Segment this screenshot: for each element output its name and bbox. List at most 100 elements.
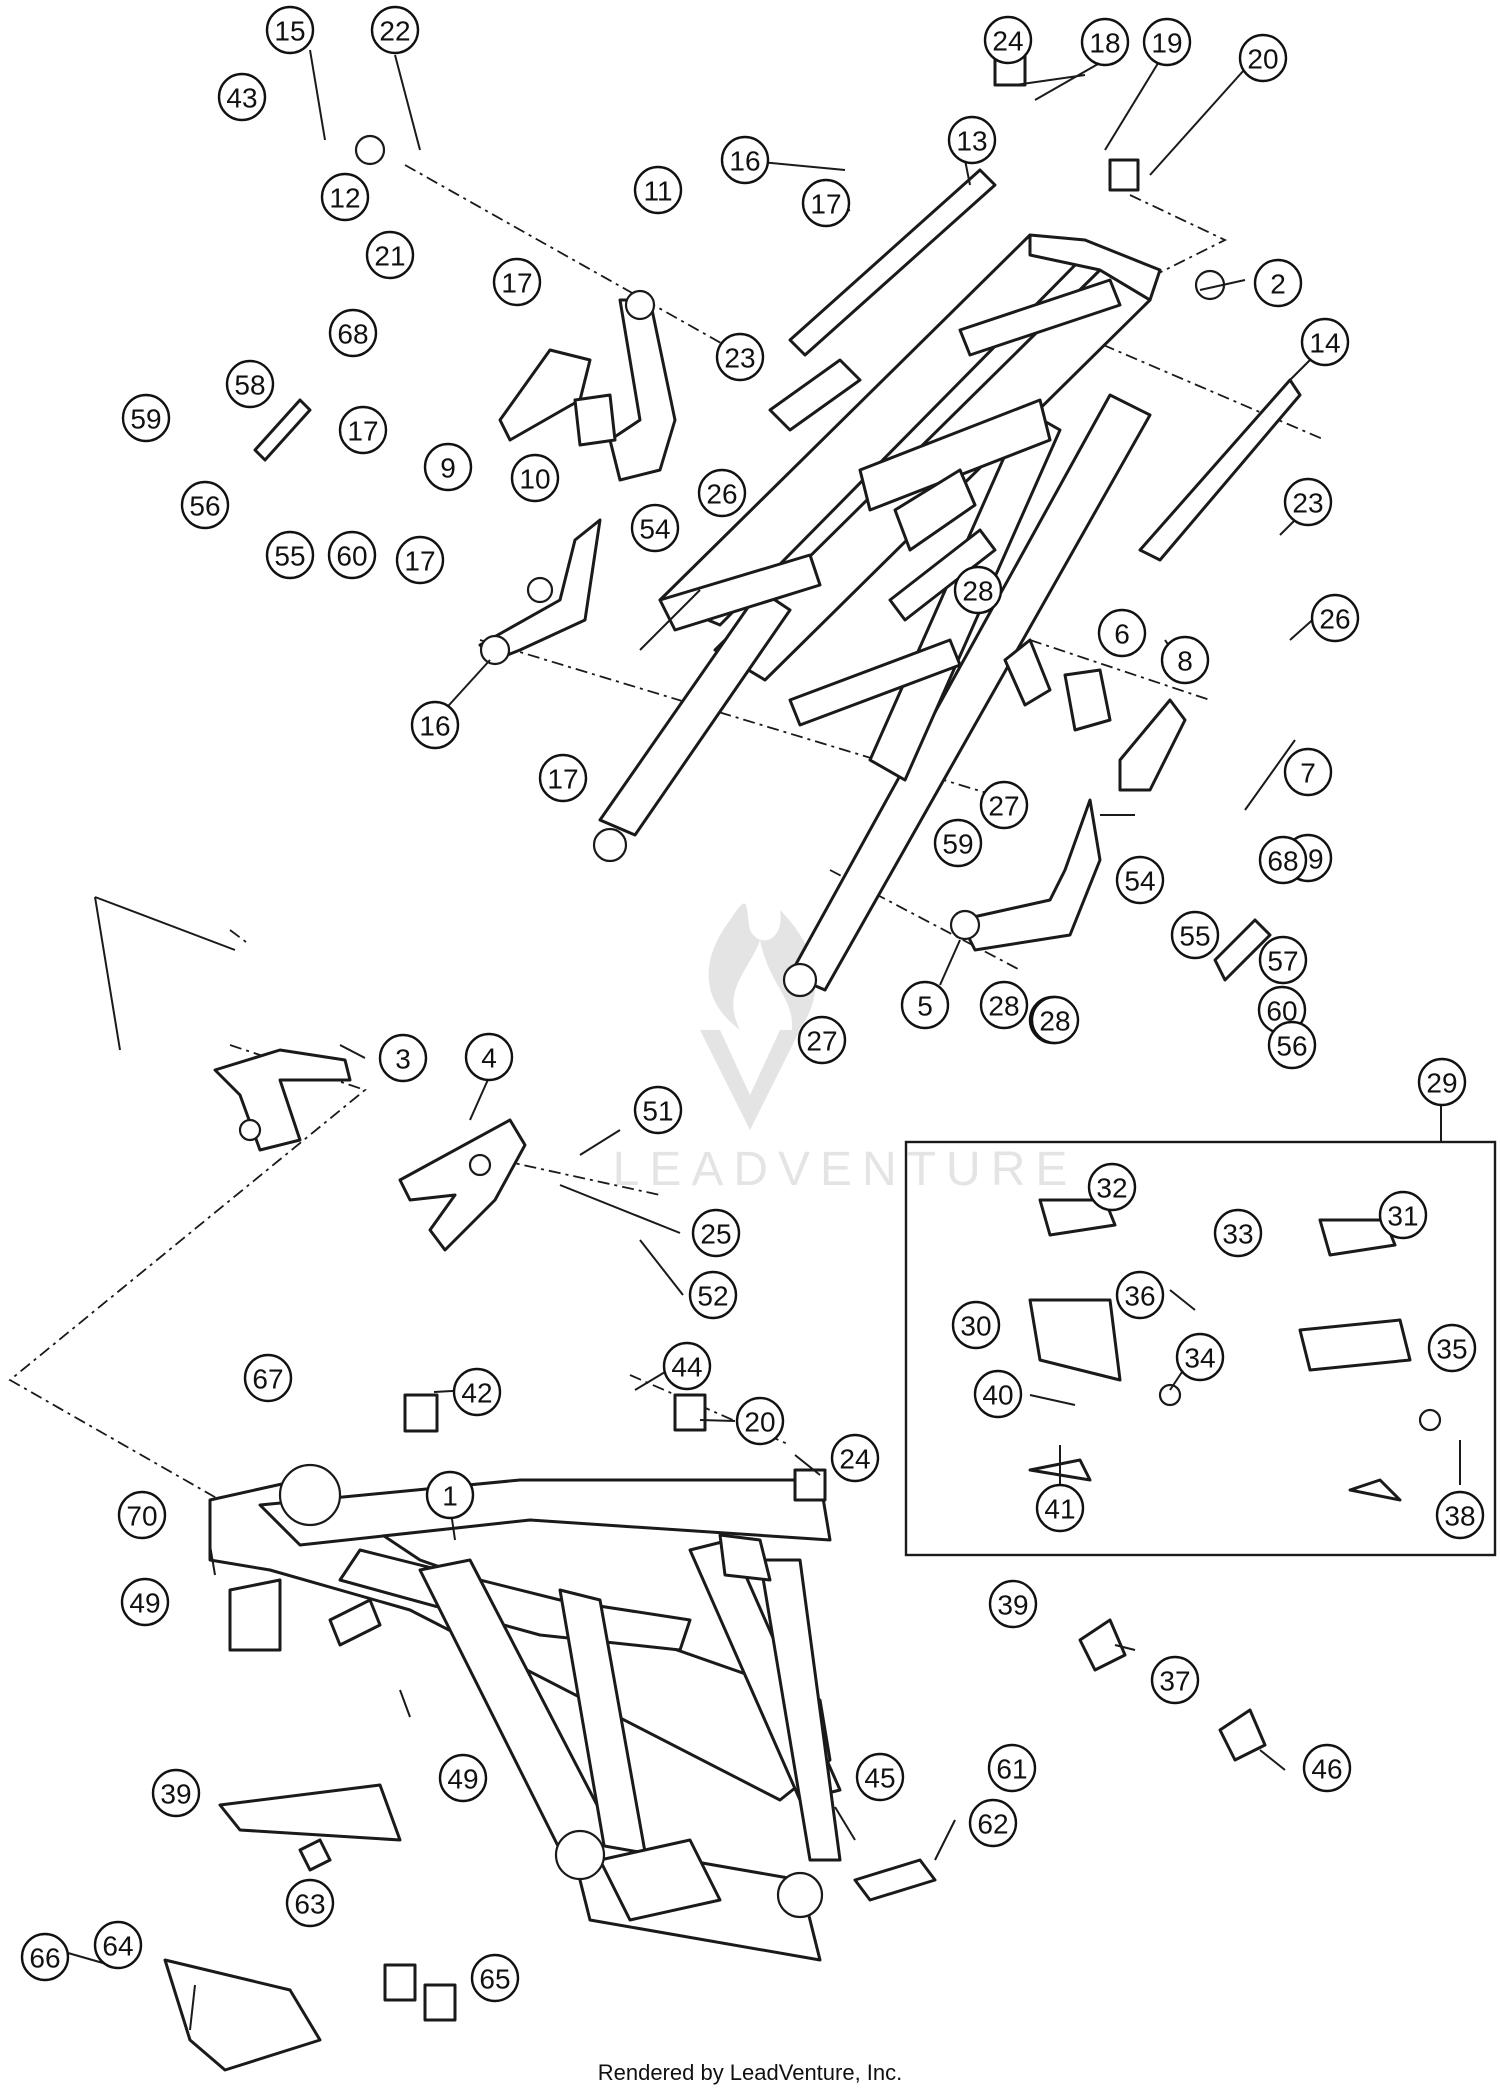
callout-label: 52 xyxy=(697,1281,728,1312)
part-62 xyxy=(298,1838,332,1872)
callout-30: 30 xyxy=(951,1300,1001,1350)
part-66a xyxy=(383,1963,417,2002)
callout-label: 25 xyxy=(700,1219,731,1250)
callout-15: 15 xyxy=(265,5,315,55)
callout-52: 52 xyxy=(688,1270,738,1320)
callout-68: 68 xyxy=(1258,835,1308,885)
callout-label: 8 xyxy=(1177,646,1193,677)
assembly-lines xyxy=(8,164,1326,1541)
callout-38: 38 xyxy=(1435,1490,1485,1540)
callout-label: 28 xyxy=(988,991,1019,1022)
callout-46: 46 xyxy=(1302,1743,1352,1793)
callout-label: 26 xyxy=(706,479,737,510)
callout-label: 27 xyxy=(988,791,1019,822)
callout-label: 54 xyxy=(639,514,670,545)
callout-17: 17 xyxy=(538,753,588,803)
part-20a xyxy=(1108,158,1140,192)
callout-62: 62 xyxy=(968,1798,1018,1848)
callout-label: 18 xyxy=(1089,28,1120,59)
callout-label: 9 xyxy=(440,453,456,484)
callout-26: 26 xyxy=(697,468,747,518)
callout-label: 61 xyxy=(996,1754,1027,1785)
callout-label: 67 xyxy=(252,1364,283,1395)
part-8 xyxy=(1063,668,1112,732)
callout-7: 7 xyxy=(1283,747,1333,797)
callout-label: 30 xyxy=(960,1311,991,1342)
callout-34: 34 xyxy=(1175,1332,1225,1382)
callout-55: 55 xyxy=(265,530,315,580)
callout-24: 24 xyxy=(983,15,1033,65)
callout-label: 54 xyxy=(1124,866,1155,897)
lower-parts xyxy=(163,53,1267,2072)
callout-label: 49 xyxy=(129,1588,160,1619)
callout-3: 3 xyxy=(378,1033,428,1083)
callout-41: 41 xyxy=(1035,1483,1085,1533)
callout-17: 17 xyxy=(395,535,445,585)
callout-68: 68 xyxy=(328,308,378,358)
callout-label: 63 xyxy=(294,1889,325,1920)
callout-label: 31 xyxy=(1387,1201,1418,1232)
footpeg-bracket-6 xyxy=(478,518,602,666)
callout-18: 18 xyxy=(1080,17,1130,67)
callout-label: 2 xyxy=(1270,269,1286,300)
footpeg-kit-box xyxy=(904,1105,1497,1557)
callout-label: 29 xyxy=(1426,1068,1457,1099)
callout-label: 20 xyxy=(1247,44,1278,75)
part-11 xyxy=(608,298,677,482)
callout-label: 36 xyxy=(1124,1281,1155,1312)
watermark-text: LEADVENTURE xyxy=(613,1143,1078,1196)
callout-label: 22 xyxy=(379,16,410,47)
callout-49: 49 xyxy=(438,1753,488,1803)
callout-39: 39 xyxy=(988,1579,1038,1629)
part-45 xyxy=(853,1858,937,1902)
callout-label: 45 xyxy=(864,1763,895,1794)
callout-36: 36 xyxy=(1115,1270,1165,1320)
callout-label: 16 xyxy=(419,711,450,742)
part-37b xyxy=(1218,1708,1267,1762)
callout-35: 35 xyxy=(1427,1323,1477,1373)
callout-29: 29 xyxy=(1417,1057,1467,1107)
callout-label: 17 xyxy=(501,268,532,299)
callout-14: 14 xyxy=(1300,317,1350,367)
callout-21: 21 xyxy=(365,230,415,280)
callout-2: 2 xyxy=(1253,258,1303,308)
callout-51: 51 xyxy=(633,1085,683,1135)
callout-56: 56 xyxy=(1267,1020,1317,1070)
callout-42: 42 xyxy=(452,1367,502,1417)
callout-56: 56 xyxy=(180,480,230,530)
callout-24: 24 xyxy=(830,1433,880,1483)
callout-60: 60 xyxy=(327,530,377,580)
callout-label: 14 xyxy=(1309,328,1340,359)
callout-label: 15 xyxy=(274,16,305,47)
callout-label: 70 xyxy=(126,1501,157,1532)
part-14 xyxy=(1138,378,1302,562)
callout-label: 51 xyxy=(642,1096,673,1127)
callout-label: 44 xyxy=(671,1352,702,1383)
callout-28: 28 xyxy=(979,980,1029,1030)
part-13 xyxy=(788,168,997,357)
part-57 xyxy=(1213,918,1272,982)
callout-label: 19 xyxy=(1151,28,1182,59)
callout-10: 10 xyxy=(510,453,560,503)
callout-5: 5 xyxy=(900,980,950,1030)
callout-label: 32 xyxy=(1096,1173,1127,1204)
part-9 xyxy=(498,348,592,442)
callout-label: 16 xyxy=(729,146,760,177)
callout-label: 33 xyxy=(1222,1219,1253,1250)
callout-label: 60 xyxy=(336,541,367,572)
callout-label: 27 xyxy=(806,1026,837,1057)
part-12 xyxy=(354,134,386,166)
callout-label: 62 xyxy=(977,1809,1008,1840)
callout-label: 49 xyxy=(447,1764,478,1795)
callout-label: 10 xyxy=(519,464,550,495)
callout-23: 23 xyxy=(715,332,765,382)
callout-label: 6 xyxy=(1114,619,1130,650)
callout-1: 1 xyxy=(425,1470,475,1520)
callout-label: 23 xyxy=(724,343,755,374)
callout-64: 64 xyxy=(93,1920,143,1970)
callout-25: 25 xyxy=(691,1208,741,1258)
skid-plate-61 xyxy=(218,1783,402,1842)
callout-label: 46 xyxy=(1311,1754,1342,1785)
callout-label: 58 xyxy=(234,370,265,401)
callout-label: 13 xyxy=(956,126,987,157)
